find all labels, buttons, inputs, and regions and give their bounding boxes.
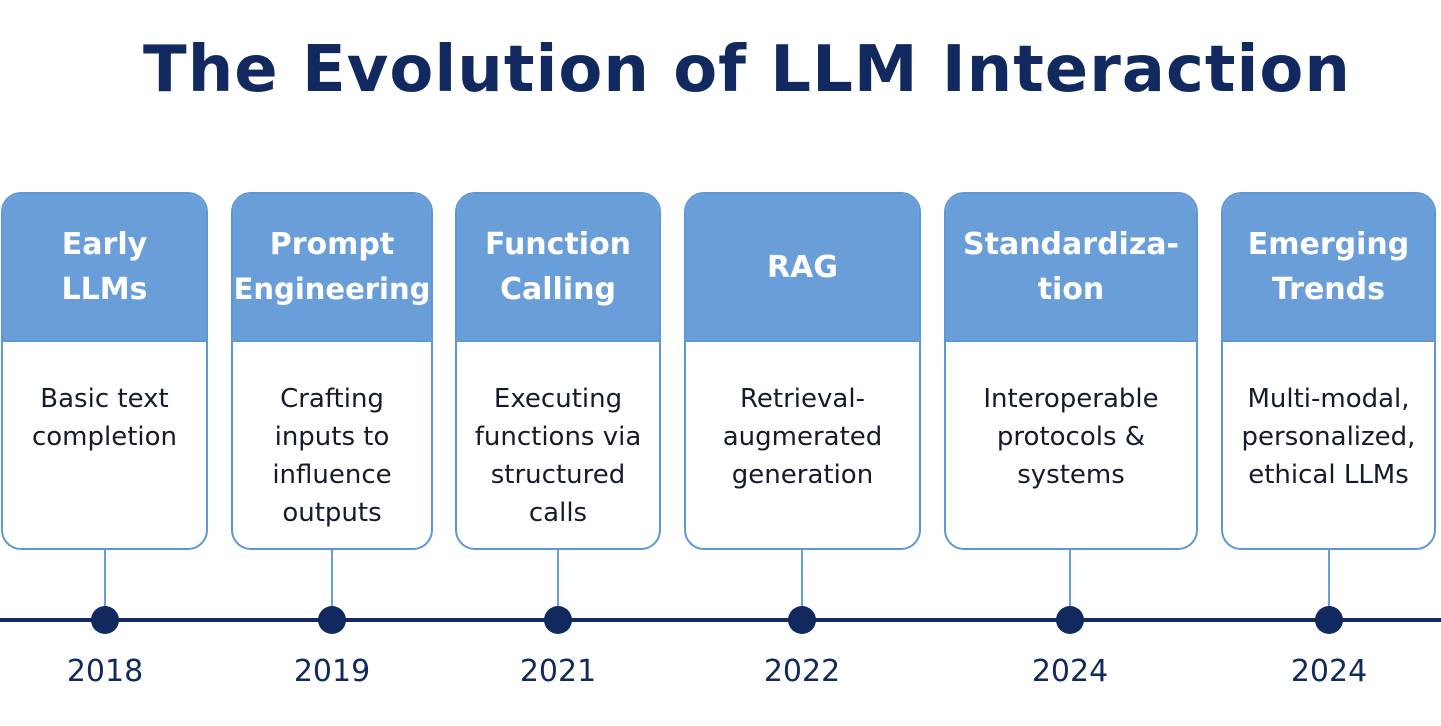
milestone-description-line: augmerated	[722, 422, 883, 452]
milestone-description-line: Executing	[493, 384, 623, 414]
milestone-heading-line: Trends	[1271, 272, 1385, 307]
connector-line	[1069, 550, 1071, 620]
year-label: 2022	[763, 654, 841, 689]
diagram-title: The Evolution of LLM Interaction	[143, 33, 1351, 107]
milestone-card-prompt-engineering: Prompt Engineering Crafting inputs to in…	[231, 192, 433, 550]
year-label: 2019	[293, 654, 371, 689]
milestone-heading: Early LLMs	[3, 194, 206, 342]
milestone-heading-line: Function	[484, 227, 632, 262]
year-label: 2018	[66, 654, 144, 689]
milestone-description-line: personalized,	[1241, 422, 1416, 452]
milestone-description-line: systems	[1017, 460, 1125, 490]
milestone-card-rag: RAG Retrieval- augmerated generation	[684, 192, 921, 550]
milestone-heading-line: RAG	[767, 249, 838, 285]
timeline-marker	[1056, 606, 1084, 634]
milestone-description-line: calls	[528, 498, 588, 528]
milestone-description: Multi-modal, personalized, ethical LLMs	[1223, 342, 1434, 494]
milestone-description-line: influence	[272, 460, 392, 490]
milestone-description-line: generation	[731, 460, 874, 490]
timeline-marker	[788, 606, 816, 634]
timeline-axis	[0, 618, 1441, 622]
connector-line	[104, 550, 106, 620]
milestone-description-line: ethical LLMs	[1248, 460, 1409, 490]
milestone-description: Crafting inputs to influence outputs	[233, 342, 431, 532]
timeline-marker	[318, 606, 346, 634]
milestone-card-standardization: Standardiza- tion Interoperable protocol…	[944, 192, 1198, 550]
connector-line	[801, 550, 803, 620]
milestone-heading: Function Calling	[457, 194, 659, 342]
year-label: 2024	[1031, 654, 1109, 689]
milestone-description: Retrieval- augmerated generation	[686, 342, 919, 494]
milestone-card-emerging-trends: Emerging Trends Multi-modal, personalize…	[1221, 192, 1436, 550]
milestone-heading-line: Prompt	[269, 227, 395, 262]
milestone-description-line: completion	[31, 422, 178, 452]
milestone-description-line: structured	[490, 460, 626, 490]
milestone-heading-line: Engineering	[233, 272, 431, 306]
milestone-description-line: Basic text	[40, 384, 169, 414]
milestone-heading-line: Standardiza-	[963, 227, 1179, 262]
milestone-heading: Emerging Trends	[1223, 194, 1434, 342]
timeline-marker	[91, 606, 119, 634]
milestone-heading: Prompt Engineering	[233, 194, 431, 342]
milestone-description: Basic text completion	[3, 342, 206, 456]
milestone-description-line: inputs to	[274, 422, 390, 452]
milestone-description-line: Crafting	[280, 384, 384, 414]
milestone-heading-line: tion	[1037, 272, 1105, 307]
milestone-heading-line: Calling	[500, 272, 616, 307]
milestone-heading: Standardiza- tion	[946, 194, 1196, 342]
milestone-heading-line: LLMs	[61, 272, 148, 307]
milestone-description-line: Retrieval-	[740, 384, 865, 414]
connector-line	[557, 550, 559, 620]
milestone-description: Executing functions via structured calls	[457, 342, 659, 532]
timeline-marker	[544, 606, 572, 634]
milestone-description-line: outputs	[282, 498, 382, 528]
milestone-card-function-calling: Function Calling Executing functions via…	[455, 192, 661, 550]
milestone-description-line: protocols &	[996, 422, 1146, 452]
milestone-description: Interoperable protocols & systems	[946, 342, 1196, 494]
milestone-description-line: Interoperable	[983, 384, 1159, 414]
connector-line	[1328, 550, 1330, 620]
milestone-heading-line: Early	[61, 227, 148, 262]
milestone-description-line: functions via	[474, 422, 642, 452]
connector-line	[331, 550, 333, 620]
year-label: 2021	[519, 654, 597, 689]
timeline-marker	[1315, 606, 1343, 634]
milestone-card-early-llms: Early LLMs Basic text completion	[1, 192, 208, 550]
milestone-heading: RAG	[686, 194, 919, 342]
milestone-heading-line: Emerging	[1247, 227, 1410, 262]
milestone-description-line: Multi-modal,	[1247, 384, 1410, 414]
year-label: 2024	[1290, 654, 1368, 689]
